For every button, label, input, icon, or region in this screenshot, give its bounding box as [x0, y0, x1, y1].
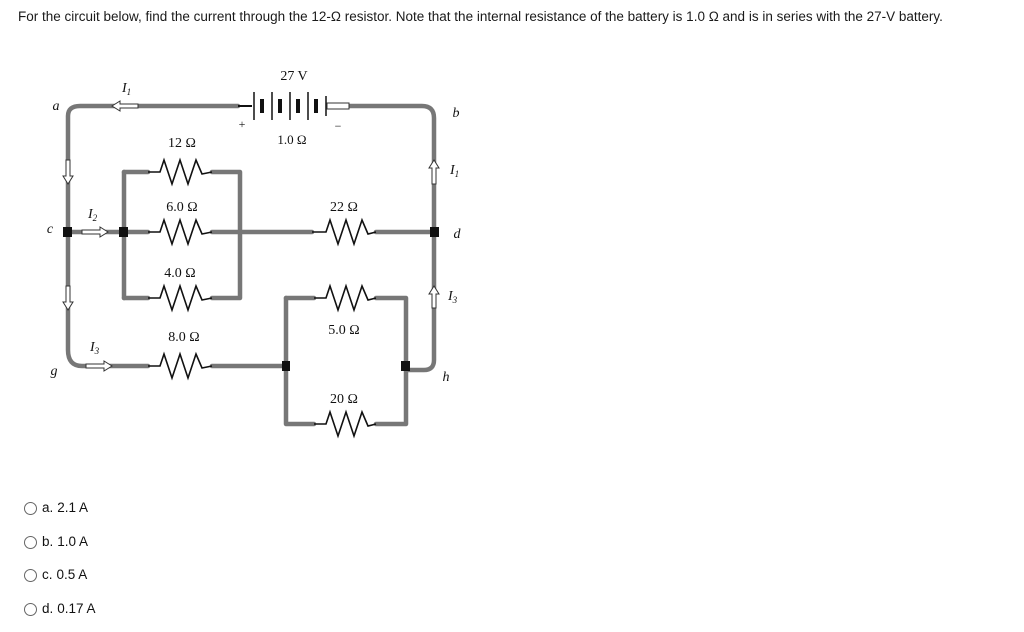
current-label-i3-left: I3	[89, 340, 100, 356]
node-label-d: d	[454, 227, 462, 242]
resistor-4-ohm	[148, 283, 213, 313]
resistor-8-ohm	[148, 351, 213, 381]
battery-symbol	[238, 92, 350, 120]
radio-button[interactable]	[24, 602, 37, 616]
option-text: 2.1 A	[57, 500, 89, 515]
resistor-12-label: 12 Ω	[168, 136, 196, 151]
option-letter: d.	[42, 600, 54, 616]
radio-button[interactable]	[24, 535, 37, 549]
current-label-i3-right: I3	[447, 289, 458, 305]
battery-internal-resistance-label: 1.0 Ω	[277, 132, 306, 147]
resistor-5-label: 5.0 Ω	[328, 323, 359, 338]
resistor-22-label: 22 Ω	[330, 200, 358, 215]
battery-emf-label: 27 V	[280, 69, 307, 84]
radio-button[interactable]	[24, 502, 37, 515]
option-text: 0.17 A	[57, 600, 96, 616]
answer-option-b[interactable]: b. 1.0 A	[24, 532, 96, 566]
answer-option-d[interactable]: d. 0.17 A	[24, 599, 96, 632]
current-arrows	[62, 100, 440, 372]
resistor-12-ohm	[148, 157, 213, 187]
node-label-g: g	[51, 364, 58, 379]
resistor-22-ohm	[312, 217, 377, 247]
answer-option-c[interactable]: c. 0.5 A	[24, 565, 96, 599]
resistor-4-label: 4.0 Ω	[164, 266, 195, 281]
node-label-a: a	[53, 99, 60, 114]
current-label-i1-right: I1	[449, 163, 459, 179]
resistor-6-label: 6.0 Ω	[166, 200, 197, 215]
resistor-20-label: 20 Ω	[330, 392, 358, 407]
circuit-wires	[65, 103, 437, 427]
resistor-20-ohm	[314, 409, 377, 439]
option-letter: b.	[42, 533, 54, 549]
battery-minus-sign: −	[335, 119, 342, 133]
node-label-b: b	[453, 106, 460, 121]
option-letter: a.	[42, 500, 54, 515]
node-label-h: h	[443, 370, 450, 385]
battery-plus-sign: +	[239, 117, 246, 131]
node-label-c: c	[47, 222, 54, 237]
option-text: 1.0 A	[57, 533, 89, 549]
option-text: 0.5 A	[56, 567, 88, 582]
answer-option-a[interactable]: a. 2.1 A	[24, 498, 96, 532]
radio-button[interactable]	[24, 569, 37, 582]
resistor-6-ohm	[148, 217, 213, 247]
current-label-i1-top: I1	[121, 81, 131, 97]
resistor-5-ohm	[314, 283, 377, 313]
resistor-8-label: 8.0 Ω	[168, 330, 199, 345]
circuit-nodes	[63, 227, 439, 371]
question-text: For the circuit below, find the current …	[18, 9, 943, 24]
option-letter: c.	[42, 567, 53, 582]
answer-options: a. 2.1 A b. 1.0 A c. 0.5 A d. 0.17 A	[24, 498, 96, 632]
current-label-i2: I2	[87, 207, 98, 223]
